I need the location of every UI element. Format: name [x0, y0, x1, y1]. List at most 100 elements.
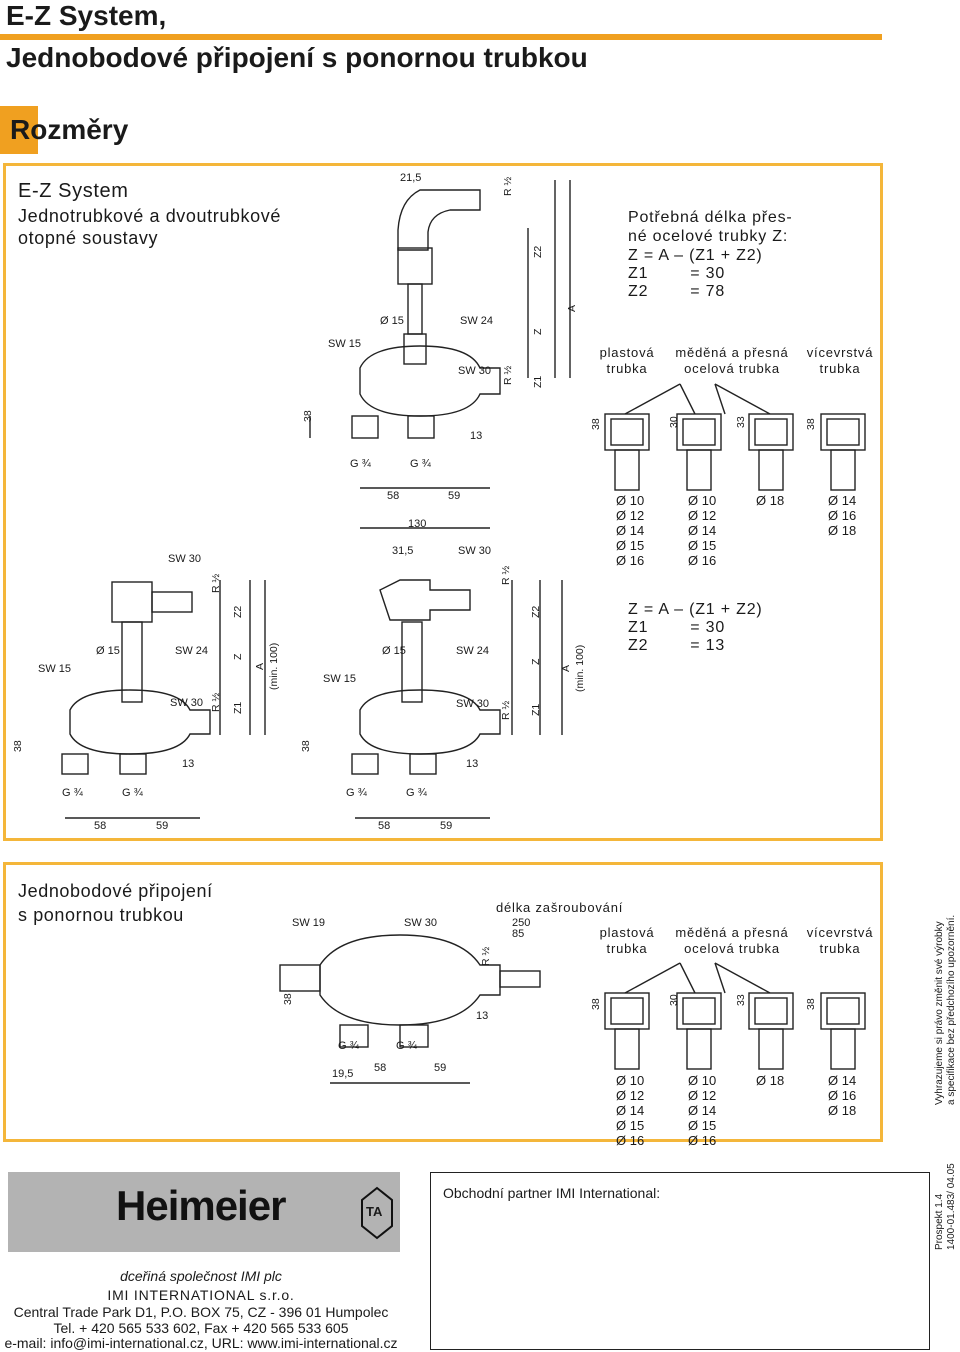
dim-top-a: A — [566, 304, 578, 312]
dim-top-sw30: SW 30 — [458, 365, 492, 377]
section-title: Rozměry — [10, 114, 129, 145]
pipe-dim-3: 33 — [735, 416, 747, 428]
partner-label: Obchodní partner IMI International: — [443, 1185, 661, 1201]
dim-bl-r-half: R ½ — [210, 573, 222, 593]
dim-bm-g34-1: G ¾ — [346, 787, 367, 799]
dim-p2-g34-1: G ¾ — [338, 1040, 359, 1052]
dim-bm-sw24: SW 24 — [456, 645, 490, 657]
dim-top-r-half-2: R ½ — [502, 365, 514, 385]
dim-p2-r-half: R ½ — [480, 946, 492, 966]
dim-bl-sw24: SW 24 — [175, 645, 209, 657]
dim-bm-sw15: SW 15 — [323, 673, 357, 685]
diameter-list-steel: Ø 18 — [756, 493, 785, 508]
screw-value-85: 85 — [512, 928, 525, 940]
pipe-dim-1: 38 — [590, 418, 602, 430]
screw-value-250: 250 — [512, 917, 531, 929]
dim-bm-min100: (min. 100) — [574, 644, 586, 692]
diameter-list-multilayer: Ø 14 Ø 16 Ø 18 — [828, 493, 857, 538]
dim-bl-59: 59 — [156, 820, 169, 832]
p2-pipe-type-copper-l2: ocelová trubka — [684, 941, 780, 956]
p2-diameter-list-copper: Ø 10 Ø 12 Ø 14 Ø 15 Ø 16 — [688, 1073, 717, 1148]
dim-p2-58: 58 — [374, 1062, 387, 1074]
dim-p2-19-5: 19,5 — [332, 1068, 354, 1080]
immersion-pipe-panel — [3, 862, 883, 1142]
dim-top-d15: Ø 15 — [380, 315, 404, 327]
dim-bm-d15: Ø 15 — [382, 645, 406, 657]
logo-mark-text: TA — [366, 1204, 383, 1219]
dim-bm-sw30: SW 30 — [458, 545, 492, 557]
dim-bm-38: 38 — [300, 740, 312, 752]
p2-pipe-type-plastic-l2: trubka — [606, 941, 648, 956]
dim-top-sw15: SW 15 — [328, 338, 362, 350]
dim-bm-13: 13 — [466, 758, 479, 770]
formula2-z2: Z2 = 13 — [628, 637, 726, 654]
p2-pipe-type-copper: měděná a přesná ocelová trubka — [672, 925, 792, 957]
heimeier-logo: Heimeier TA — [8, 1172, 400, 1252]
dim-bl-g34-1: G ¾ — [62, 787, 83, 799]
pipe-fittings-drawing-2 — [604, 962, 866, 1070]
dim-bl-sw30: SW 30 — [168, 553, 202, 565]
pipe-type-plastic-l2: trubka — [606, 361, 648, 376]
dim-bm-31-5: 31,5 — [392, 545, 414, 557]
pipe-type-multilayer: vícevrstvá trubka — [802, 345, 878, 377]
dim-top-13: 13 — [470, 430, 483, 442]
dim-top-59: 59 — [448, 490, 461, 502]
dim-top-g34-1: G ¾ — [350, 458, 371, 470]
p2-pipe-type-multilayer-l2: trubka — [819, 941, 861, 956]
panel2-heading-1: Jednobodové připojení — [18, 881, 213, 901]
dim-bm-sw30-2: SW 30 — [456, 698, 490, 710]
dim-top-21-5: 21,5 — [400, 172, 422, 184]
dim-bm-z1: Z1 — [530, 703, 542, 716]
valve-drawing-immersion — [279, 934, 541, 1084]
dim-top-130: 130 — [408, 518, 427, 530]
dim-bm-59: 59 — [440, 820, 453, 832]
panel1-subheading-2: otopné soustavy — [18, 228, 159, 248]
dim-top-z: Z — [532, 328, 544, 335]
pipe-dim-2: 30 — [668, 416, 680, 428]
rights-note-2: a specifikace bez předchozího upozornění… — [946, 914, 957, 1105]
formula-equation: Z = A – (Z1 + Z2) — [628, 247, 763, 264]
formula2-z1: Z1 = 30 — [628, 619, 726, 636]
p2-diameter-list-plastic: Ø 10 Ø 12 Ø 14 Ø 15 Ø 16 — [616, 1073, 645, 1148]
formula-z2: Z2 = 78 — [628, 283, 726, 300]
p2-pipe-dim-3: 33 — [735, 994, 747, 1006]
valve-drawing-bottom-left — [61, 580, 266, 819]
doc-number-1: Prospekt 1.4 — [934, 1193, 945, 1250]
p2-pipe-type-multilayer-l1: vícevrstvá — [806, 925, 874, 940]
dim-p2-38: 38 — [282, 993, 294, 1005]
dim-bl-z2: Z2 — [232, 605, 244, 618]
dim-p2-sw19: SW 19 — [292, 917, 326, 929]
dim-bl-z1: Z1 — [232, 701, 244, 714]
p2-pipe-dim-1: 38 — [590, 998, 602, 1010]
doc-number-2: 1400-01.483/ 04.05 — [946, 1163, 957, 1250]
dim-top-g34-2: G ¾ — [410, 458, 431, 470]
p2-diameter-list-multilayer: Ø 14 Ø 16 Ø 18 — [828, 1073, 857, 1118]
dim-top-sw24: SW 24 — [460, 315, 494, 327]
partner-box: Obchodní partner IMI International: — [430, 1172, 930, 1350]
valve-drawing-bottom-mid — [351, 579, 563, 819]
pipe-type-multilayer-l2: trubka — [819, 361, 861, 376]
pipe-fittings-drawing-1 — [604, 383, 866, 491]
footer-subsidiary: dceřiná společnost IMI plc — [120, 1268, 282, 1284]
dim-top-58: 58 — [387, 490, 400, 502]
dim-p2-g34-2: G ¾ — [396, 1040, 417, 1052]
panel1-heading: E-Z System — [18, 180, 129, 202]
formula-intro-1: Potřebná délka přes- — [628, 209, 793, 226]
p2-pipe-type-plastic: plastová trubka — [592, 925, 662, 957]
dim-bl-sw30-2: SW 30 — [170, 697, 204, 709]
dimensions-panel — [3, 163, 883, 841]
dim-bm-z: Z — [530, 658, 542, 665]
pipe-type-plastic: plastová trubka — [592, 345, 662, 377]
formula-intro-2: né ocelové trubky Z: — [628, 228, 789, 245]
pipe-dim-4: 38 — [805, 418, 817, 430]
page-title-line2: Jednobodové připojení s ponornou trubkou — [6, 42, 588, 73]
p2-pipe-type-copper-l1: měděná a přesná — [675, 925, 789, 940]
dim-bl-g34-2: G ¾ — [122, 787, 143, 799]
rights-note-1: Vyhrazujeme si právo změnit své výrobky — [934, 921, 945, 1105]
footer-company: IMI INTERNATIONAL s.r.o. — [107, 1287, 295, 1303]
section-accent — [0, 106, 38, 154]
dim-p2-sw30: SW 30 — [404, 917, 438, 929]
p2-pipe-dim-2: 30 — [668, 994, 680, 1006]
dim-bl-a: A — [254, 662, 266, 670]
dim-bm-g34-2: G ¾ — [406, 787, 427, 799]
